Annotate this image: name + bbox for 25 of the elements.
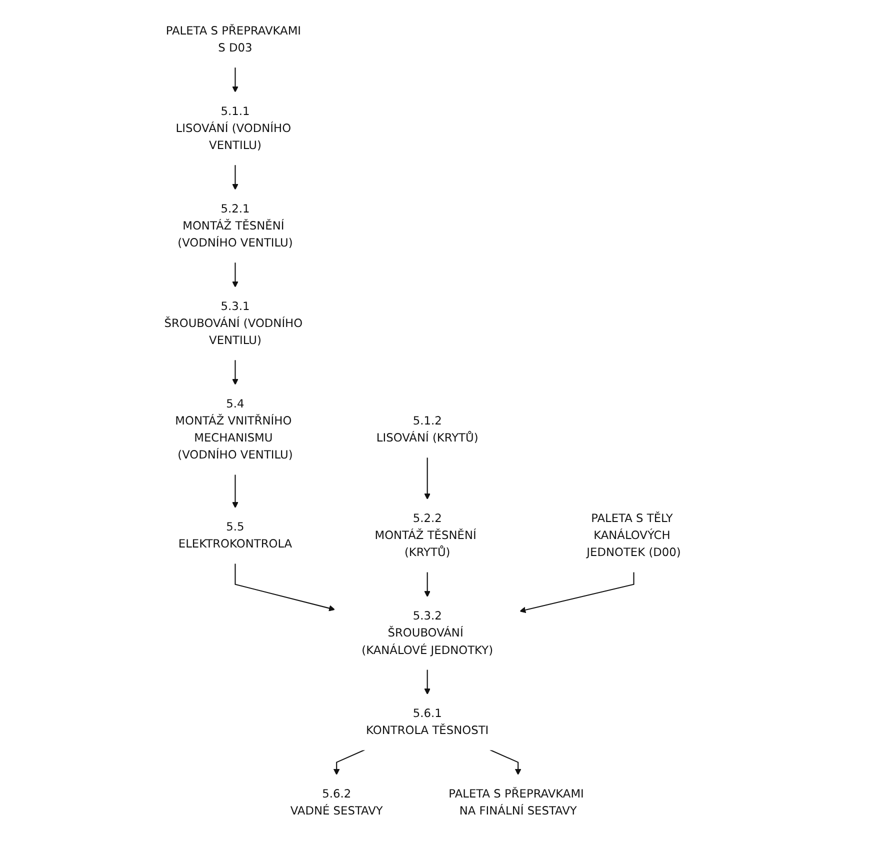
arrow [234,562,336,611]
node-text: 5.3.2 ŠROUBOVÁNÍ (KANÁLOVÉ JEDNOTKY) [362,608,494,656]
node-text: PALETA S PŘEPRAVKAMI NA FINÁLNÍ SESTAVY [448,786,584,817]
arrow [232,66,238,92]
arrow [520,571,634,612]
node-text: 5.5 ELEKTROKONTROLA [178,519,292,550]
node-text: PALETA S PŘEPRAVKAMI S D03 [166,23,302,54]
node-text: 5.2.2 MONTÁŽ TĚSNĚNÍ (KRYTŮ) [374,510,476,559]
arrow [232,474,238,508]
node-text: 5.1.1 LISOVÁNÍ (VODNÍHO VENTILU) [176,104,292,152]
arrow [232,359,238,384]
node-text: PALETA S TĚLY KANÁLOVÝCH JEDNOTEK (D00) [586,510,681,559]
arrow [232,262,238,287]
arrow [424,571,430,597]
node-text: 5.3.1 ŠROUBOVÁNÍ (VODNÍHO VENTILU) [164,298,303,346]
arrow [424,456,430,500]
node-text: 5.1.2 LISOVÁNÍ (KRYTŮ) [376,413,478,444]
arrow [490,748,522,775]
node-text: 5.6.2 VADNÉ SESTAVY [290,786,383,817]
arrow [424,668,430,694]
node-text: 5.4 MONTÁŽ VNITŘNÍHO MECHANISMU (VODNÍHO VENTILU) [175,396,293,462]
arrow [232,164,238,190]
arrow [333,748,365,775]
node-text: 5.2.1 MONTÁŽ TĚSNĚNÍ (VODNÍHO VENTILU) [178,201,293,249]
node-text: 5.6.1 KONTROLA TĚSNOSTI [366,706,489,737]
